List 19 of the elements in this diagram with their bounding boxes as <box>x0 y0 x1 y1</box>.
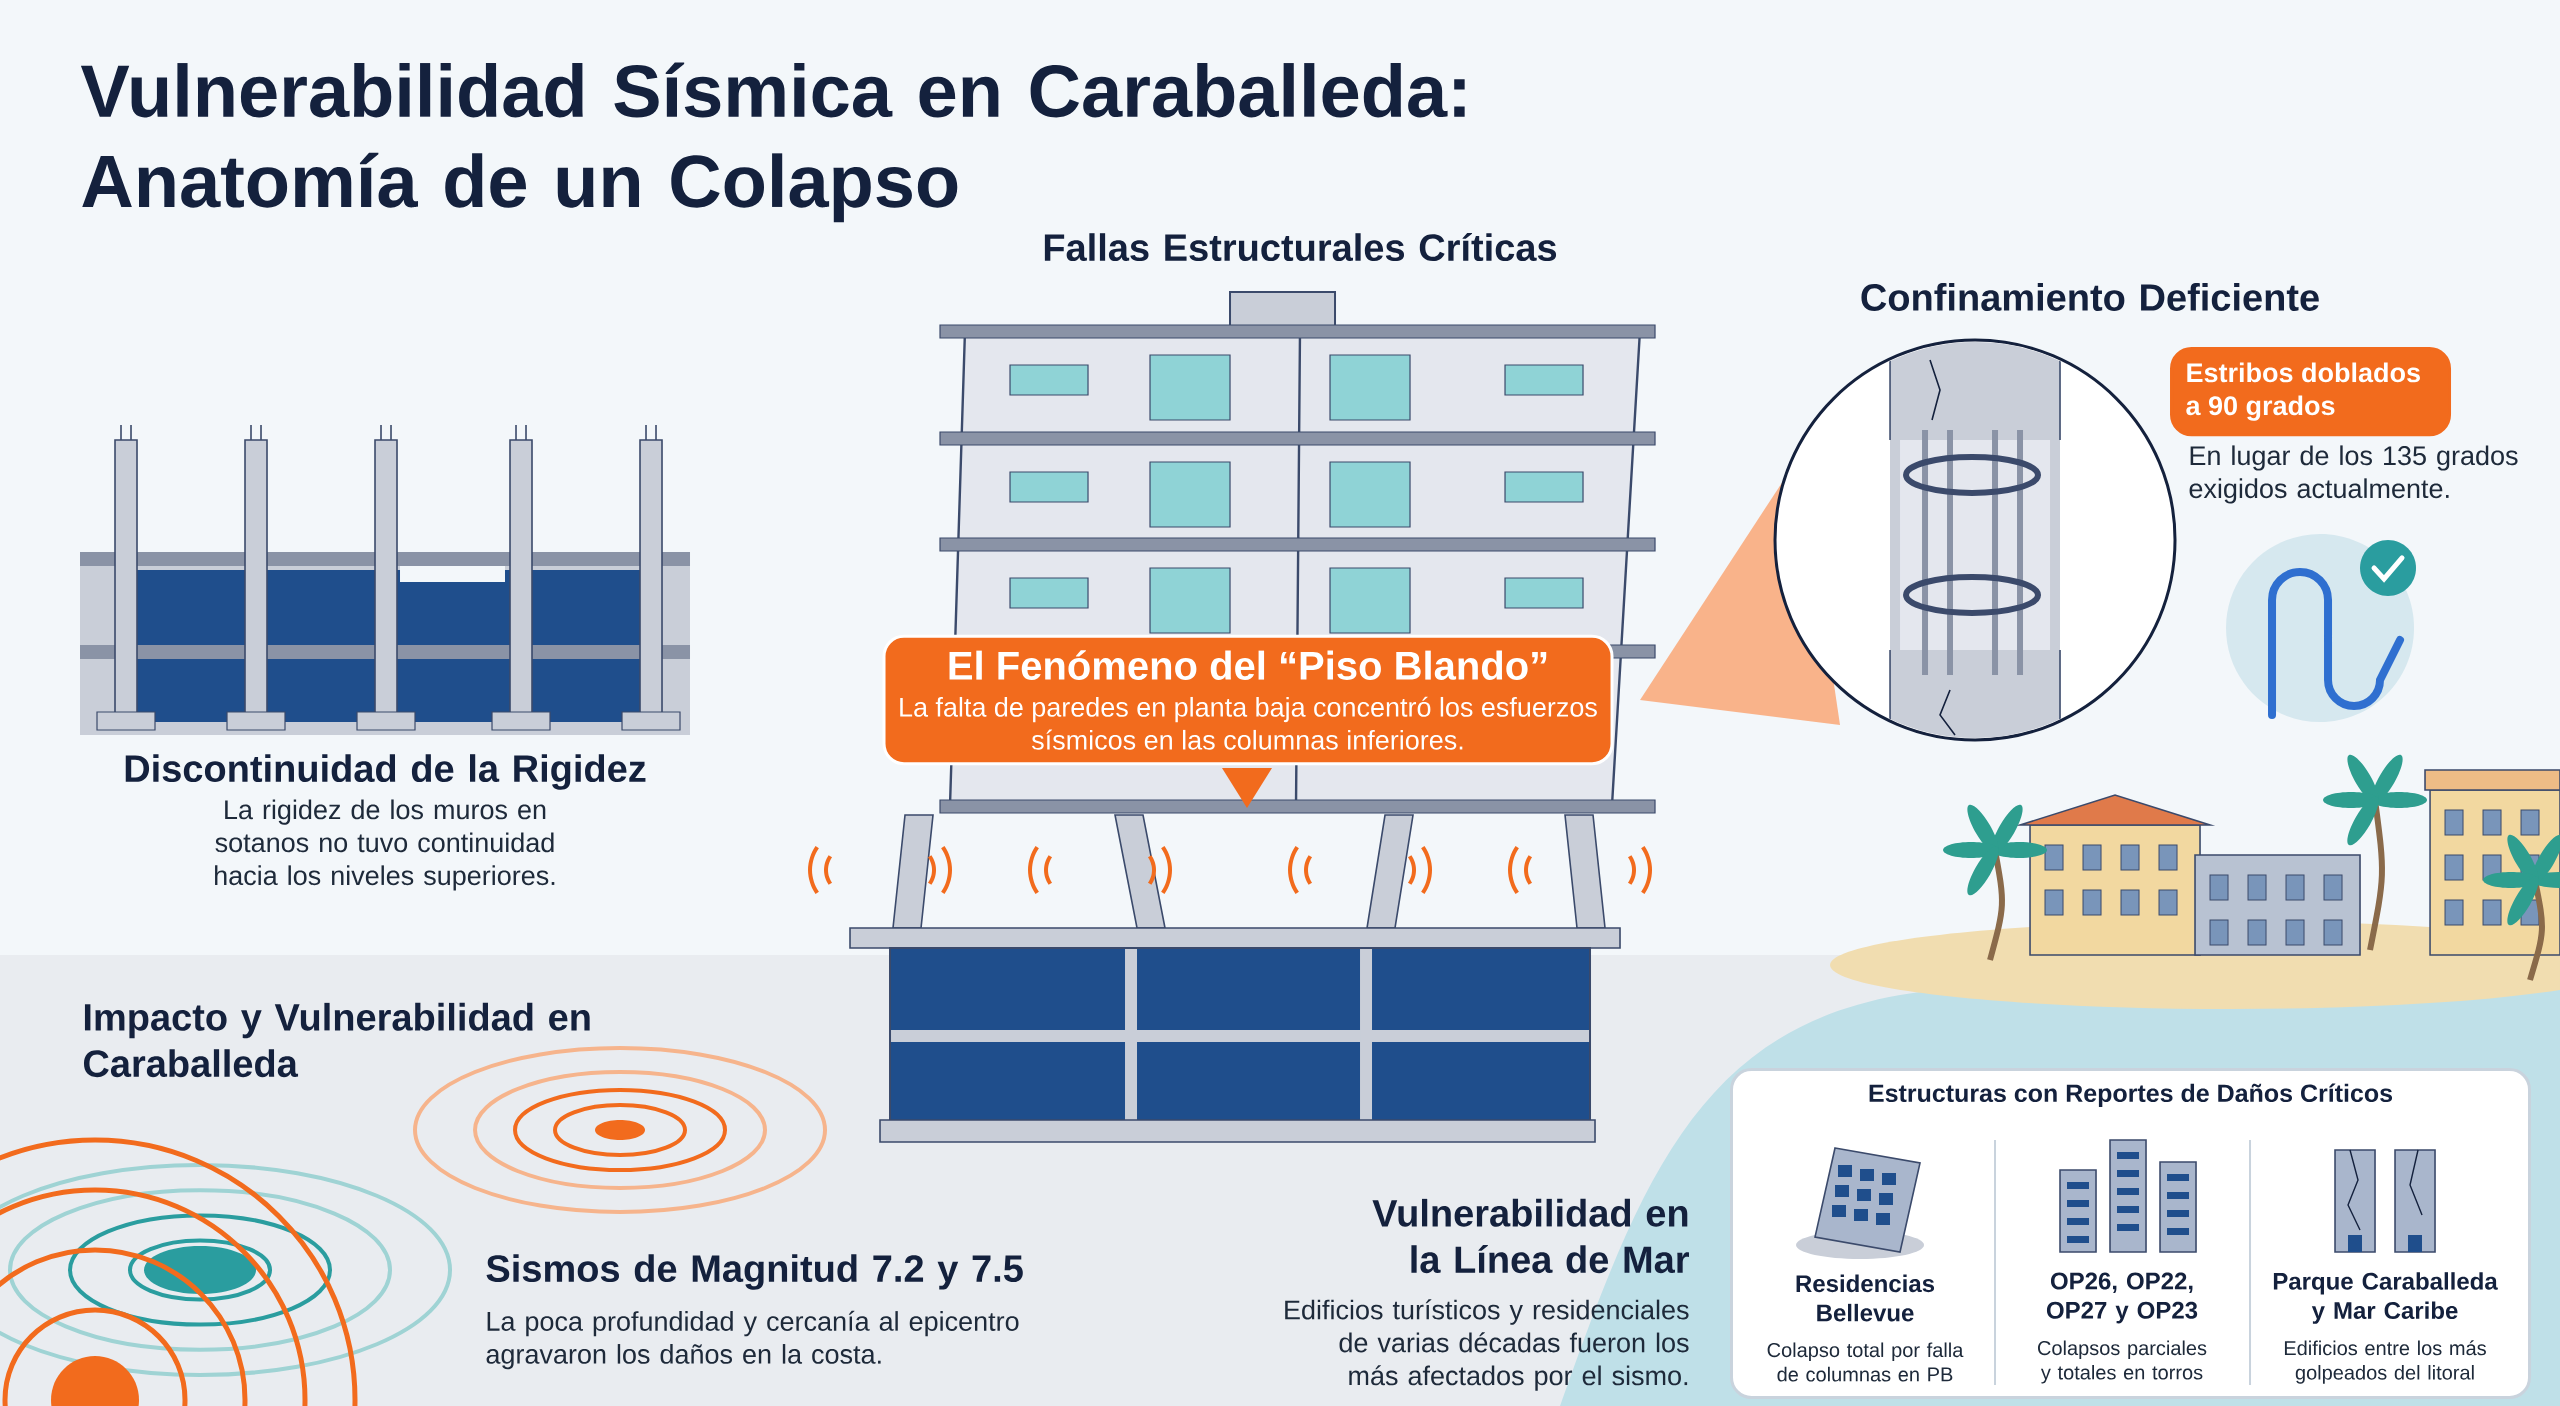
section-heading: Fallas Estructurales Críticas <box>1044 232 1557 262</box>
title: Vulnerabilidad Sísmica en Caraballeda: Anatomía de un Colapso <box>80 62 1465 223</box>
section-heading: Confinamiento Deficiente <box>1861 283 2319 311</box>
section-heading: Impacto y Vulnerabilidad en Caraballeda <box>84 1002 590 1078</box>
item-description: Edificios entre los más golpeados del litoral <box>2284 1340 2486 1384</box>
item-name: Residencias Bellevue <box>1796 1274 1935 1322</box>
item-name: OP26, OP22, OP27 y OP23 <box>2046 1272 2198 1324</box>
body-text: La poca profundidad y cercanía al epicentro agravaron los daños en la costa. <box>486 1310 1019 1370</box>
section-heading: Vulnerabilidad en la Línea de Mar <box>1372 1198 1689 1274</box>
item-description: Colapsos parciales y totales en torros <box>2038 1340 2207 1384</box>
body-text: La rigidez de los muros en sotanos no tuvo continuidad hacia los niveles superiores. <box>215 799 555 891</box>
body-text: En lugar de los 135 grados exigidos actualmente. <box>2189 445 2518 504</box>
section-heading: Sismos de Magnitud 7.2 y 7.5 <box>486 1254 1023 1290</box>
item-name: Parque Caraballeda y Mar Caribe <box>2273 1272 2498 1324</box>
section-heading: Discontinuidad de la Rigidez <box>125 754 646 790</box>
body-text: Edificios turísticos y residenciales de varias décadas fueron los más afectados por el sismo. <box>1285 1299 1689 1391</box>
item-description: Colapso total por falla de columnas en PB <box>1767 1342 1964 1382</box>
note-box: Estribos doblados a 90 grados <box>2170 347 2452 437</box>
callout-bubble: El Fenómeno del “Piso Blando” La falta de paredes en planta baja concentró los esfuerzos sísmicos en las columnas inferiores. <box>882 634 1614 808</box>
